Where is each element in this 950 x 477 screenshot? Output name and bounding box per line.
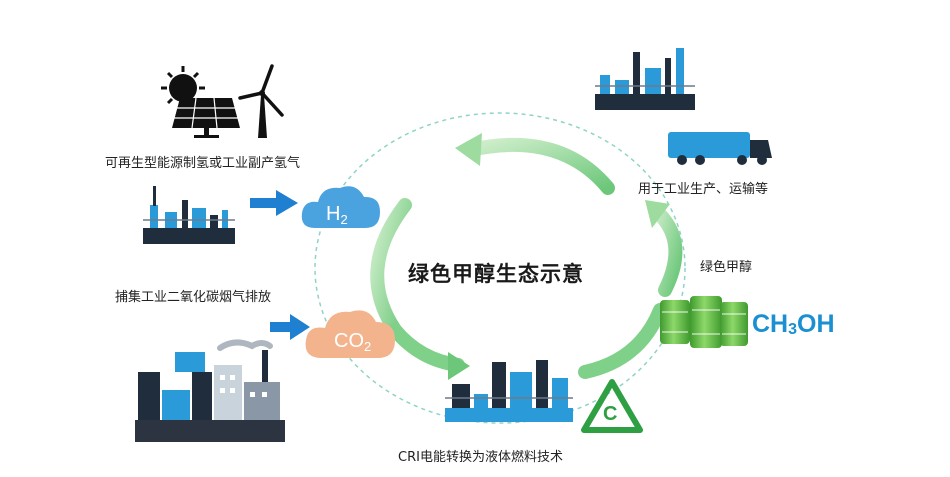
- blue-arrow-icon: [250, 190, 298, 216]
- solar-panel-icon: [172, 97, 240, 138]
- h2-cloud-icon: [301, 186, 380, 228]
- industrial-plant-icon: [135, 339, 285, 442]
- label-capture-co2: 捕集工业二氧化碳烟气排放: [115, 290, 272, 305]
- co2-label: CO2: [334, 330, 371, 354]
- cycle-arrow-right: [645, 200, 683, 297]
- refinery-icon-right: [595, 48, 695, 110]
- cri-plant-icon: [445, 360, 573, 422]
- formula-oh: OH: [797, 310, 835, 338]
- label-usage: 用于工业生产、运输等: [638, 182, 769, 197]
- blue-arrow-icon-co2: [270, 314, 310, 340]
- cycle-arrow-top: [455, 133, 615, 195]
- label-renewable-h2: 可再生型能源制氢或工业副产氢气: [105, 156, 301, 171]
- wind-turbine-icon: [238, 64, 284, 138]
- formula-sub-3: 3: [788, 321, 798, 338]
- label-green-methanol: 绿色甲醇: [700, 260, 753, 275]
- label-cri-tech: CRI电能转换为液体燃料技术: [398, 450, 563, 465]
- recycle-icon: [581, 379, 643, 433]
- sun-icon: [161, 66, 205, 105]
- barrels-icon: [660, 296, 748, 348]
- refinery-icon-left: [143, 186, 235, 244]
- formula-ch: CH: [752, 310, 789, 338]
- recycle-letter: C: [603, 403, 617, 425]
- methanol-formula: CH3OH: [752, 310, 835, 339]
- cycle-arrow-bottom-right: [578, 303, 667, 379]
- diagram-title: 绿色甲醇生态示意: [408, 262, 584, 286]
- cycle-dashed-circle: [314, 112, 686, 424]
- cycle-arrow-left: [370, 198, 412, 337]
- cycle-arrow-bottom-left: [388, 323, 470, 380]
- h2-label: H2: [326, 203, 348, 227]
- truck-icon: [668, 132, 772, 165]
- co2-cloud-icon: [305, 310, 395, 358]
